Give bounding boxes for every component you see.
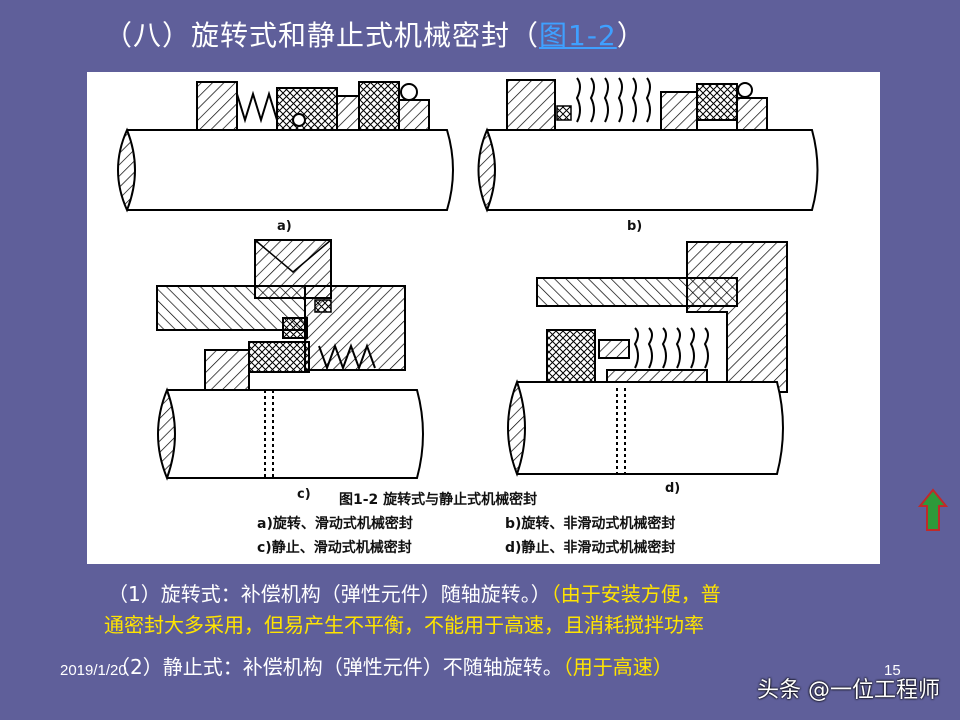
drawing-a: a) [117,81,454,234]
watermark: 头条 @一位工程师 [757,678,940,703]
label-a: a) [277,219,292,234]
caption-d: d)静止、非滑动式机械密封 [505,539,675,556]
slide-title: （八）旋转式和静止式机械密封（图1-2） [104,14,646,54]
drawing-b: b) [477,77,819,234]
slide-date: 2019/1/20 [60,662,127,679]
figure-link[interactable]: 图1-2 [539,19,617,52]
paragraph-stationary: （2）静止式：补偿机构（弹性元件）不随轴旋转。（用于高速） [110,651,673,680]
title-prefix: （八）旋转式和静止式机械密封（ [104,19,540,52]
label-c: c) [297,487,311,502]
seal-figure: a) b) [87,72,880,564]
caption-c: c)静止、滑动式机械密封 [257,539,412,556]
label-b: b) [627,219,642,234]
caption-title: 图1-2 旋转式与静止式机械密封 [339,491,537,508]
rotating-definition: （1）旋转式：补偿机构（弹性元件）随轴旋转。） [108,582,551,606]
rotating-note: （由于安装方便，普 [550,582,721,606]
paragraph-rotating-cont: 通密封大多采用，但易产生不平衡，不能用于高速，且消耗搅拌功率 [104,613,704,637]
stationary-note: （用于高速） [562,655,673,679]
caption-a: a)旋转、滑动式机械密封 [257,515,413,532]
drawing-d: d) [507,241,788,496]
slide-number: 15 [884,662,901,679]
seal-drawings: a) b) [117,77,819,556]
label-d: d) [665,481,680,496]
up-arrow-icon[interactable] [917,488,949,532]
drawing-c: c) [156,239,424,502]
paragraph-rotating: （1）旋转式：补偿机构（弹性元件）随轴旋转。）（由于安装方便，普 [108,578,721,607]
caption-b: b)旋转、非滑动式机械密封 [505,515,675,532]
title-suffix: ） [616,19,646,52]
stationary-definition: （2）静止式：补偿机构（弹性元件）不随轴旋转。 [110,655,563,679]
